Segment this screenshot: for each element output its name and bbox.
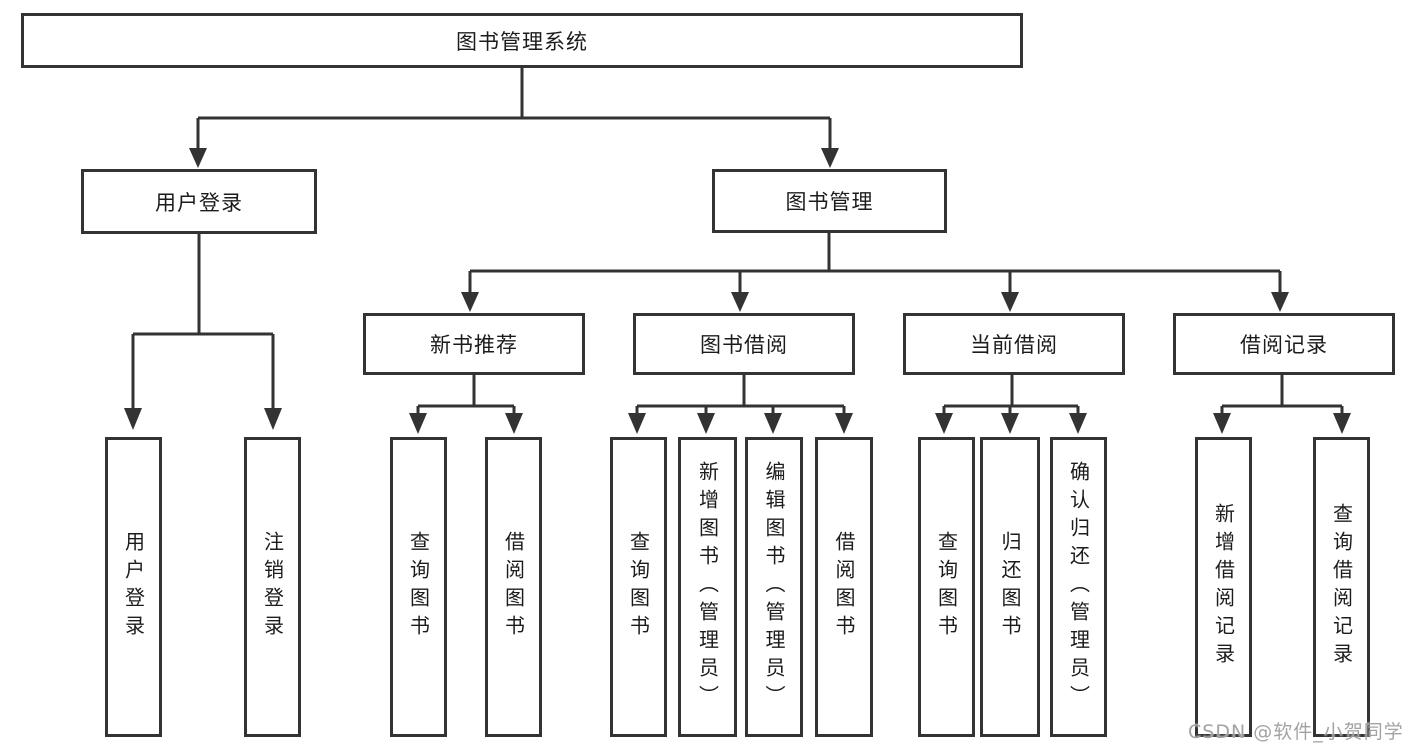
arrowheads-level2 xyxy=(189,148,839,168)
connector-newrec-to-leaves xyxy=(416,375,516,415)
leaf-box-edit-books-admin: 编辑图书（管理员） xyxy=(745,437,803,737)
leaf-box-label: 注销登录 xyxy=(260,531,285,643)
root-box-library-system: 图书管理系统 xyxy=(21,13,1023,68)
leaf-box-label: 新增借阅记录 xyxy=(1211,503,1236,671)
level2-box-label: 用户登录 xyxy=(155,190,243,215)
leaf-box-label: 查询借阅记录 xyxy=(1329,503,1354,671)
leaf-box-label: 借阅图书 xyxy=(501,531,526,643)
leaf-box-label: 归还图书 xyxy=(998,531,1022,643)
level3-box-new-book-recommend: 新书推荐 xyxy=(363,313,585,375)
leaf-box-label: 查询图书 xyxy=(934,531,959,643)
level3-box-borrowing-records: 借阅记录 xyxy=(1173,313,1395,375)
level3-box-label: 当前借阅 xyxy=(970,333,1058,357)
csdn-watermark: CSDN @软件_小贺同学 xyxy=(1188,721,1404,743)
connector-root-to-level2 xyxy=(196,68,832,150)
level3-box-label: 图书借阅 xyxy=(700,333,788,357)
connector-userlogin-to-leaves xyxy=(131,234,275,410)
level2-box-book-management: 图书管理 xyxy=(712,169,947,233)
leaf-box-label: 查询图书 xyxy=(626,531,651,643)
arrowheads-newrec-leaves xyxy=(409,413,523,434)
leaf-box-label: 借阅图书 xyxy=(832,531,856,643)
leaf-box-label: 查询图书 xyxy=(406,531,431,643)
root-box-label: 图书管理系统 xyxy=(456,29,588,54)
arrowheads-userlogin-leaves xyxy=(124,408,282,430)
level2-box-label: 图书管理 xyxy=(785,190,874,214)
leaf-box-add-books-admin: 新增图书（管理员） xyxy=(678,437,737,737)
arrowheads-borrow-leaves xyxy=(628,413,853,434)
leaf-box-query-borrow-record: 查询借阅记录 xyxy=(1313,437,1370,737)
level3-box-label: 新书推荐 xyxy=(430,333,518,357)
leaf-box-label: 确认归还（管理员） xyxy=(1066,461,1091,713)
leaf-box-label: 新增图书（管理员） xyxy=(695,461,720,713)
leaf-box-add-borrow-record: 新增借阅记录 xyxy=(1195,437,1252,737)
leaf-box-return-books: 归还图书 xyxy=(980,437,1040,737)
connector-borrow-to-leaves xyxy=(635,375,846,415)
leaf-box-label: 编辑图书（管理员） xyxy=(762,461,786,713)
connector-records-to-leaves xyxy=(1220,375,1344,415)
level3-box-current-borrowing: 当前借阅 xyxy=(903,313,1125,375)
leaf-box-query-books-1: 查询图书 xyxy=(390,437,447,737)
level3-box-label: 借阅记录 xyxy=(1240,333,1328,357)
leaf-box-query-books-2: 查询图书 xyxy=(610,437,667,737)
connector-bookmgmt-to-level3 xyxy=(468,233,1282,294)
leaf-box-query-books-3: 查询图书 xyxy=(918,437,975,737)
level3-box-book-borrowing: 图书借阅 xyxy=(633,313,855,375)
arrowheads-level3 xyxy=(461,292,1289,312)
connector-current-to-leaves xyxy=(942,375,1080,415)
leaf-box-borrow-books-2: 借阅图书 xyxy=(815,437,873,737)
leaf-box-borrow-books-1: 借阅图书 xyxy=(485,437,542,737)
leaf-box-user-login: 用户登录 xyxy=(105,437,162,737)
leaf-box-logout: 注销登录 xyxy=(244,437,301,737)
arrowheads-current-leaves xyxy=(935,413,1087,434)
arrowheads-records-leaves xyxy=(1213,413,1351,434)
leaf-box-label: 用户登录 xyxy=(121,531,146,643)
level2-box-user-login: 用户登录 xyxy=(81,169,317,234)
leaf-box-confirm-return-admin: 确认归还（管理员） xyxy=(1050,437,1107,737)
